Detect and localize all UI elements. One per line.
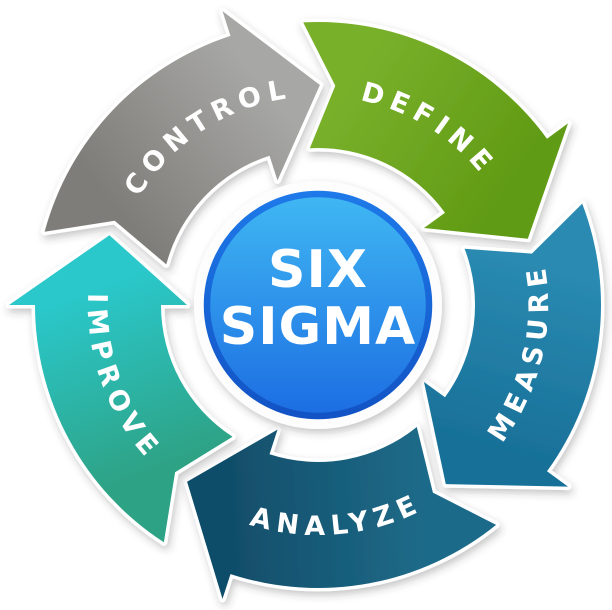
- center-circle: [203, 190, 433, 420]
- center-title-line2: SIGMA: [220, 297, 416, 357]
- arrow-shape-define: [299, 18, 572, 243]
- arrow-shape-control: [41, 7, 324, 268]
- arrow-measure: MEASURE: [420, 200, 605, 491]
- arrow-shape-analyze: [183, 423, 500, 603]
- center-title-line1: SIX: [268, 240, 368, 300]
- arrow-define: DEFINE: [299, 18, 572, 243]
- arrow-improve: IMPROVE: [5, 231, 236, 546]
- arrow-shape-measure: [420, 200, 605, 491]
- arrow-analyze: ANALYZE: [183, 423, 500, 603]
- arrow-shape-improve: [5, 231, 236, 546]
